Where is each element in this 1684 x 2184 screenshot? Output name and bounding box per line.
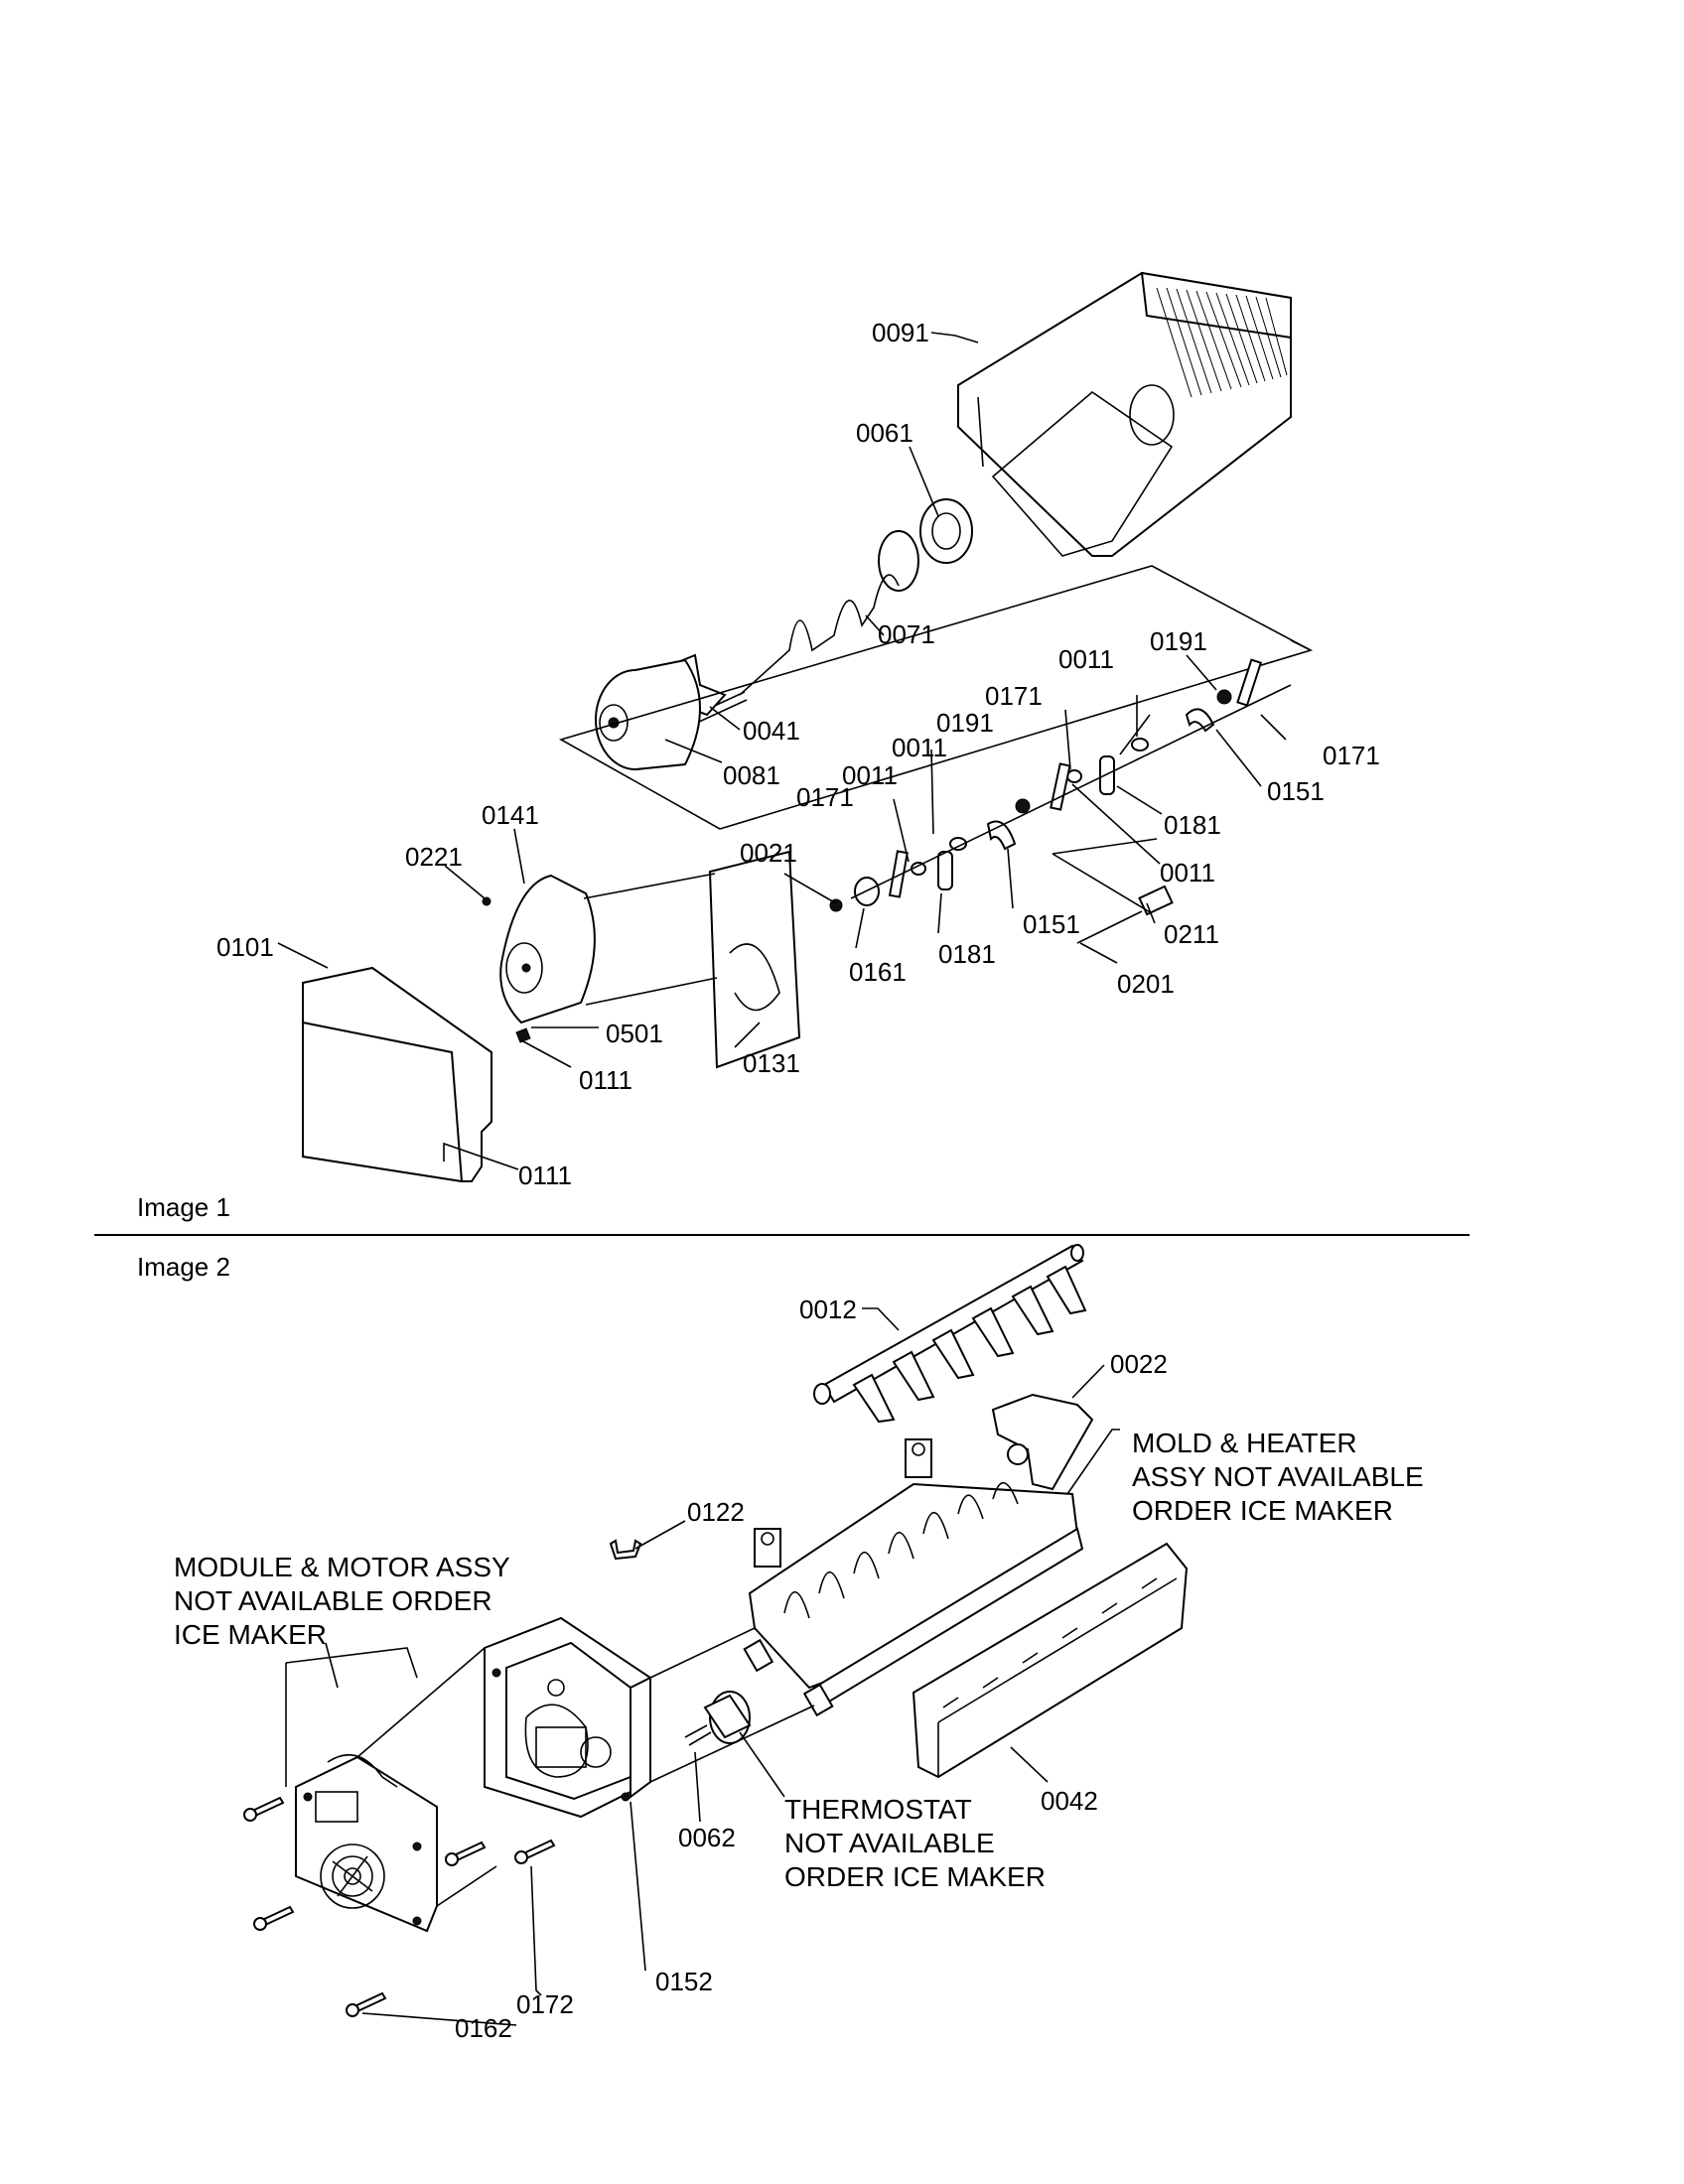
note-thermostat-line1: THERMOSTAT xyxy=(784,1794,972,1825)
note-thermostat-line3: ORDER ICE MAKER xyxy=(784,1861,1046,1892)
image1-callouts: 0091 0061 0071 0041 0081 0191 0011 0171 … xyxy=(216,318,1380,1190)
callout-0131: 0131 xyxy=(743,1048,800,1078)
callout-0191-top: 0191 xyxy=(1150,626,1207,656)
callout-0081: 0081 xyxy=(723,760,780,790)
callout-0101: 0101 xyxy=(216,932,274,962)
callout-0011-mid: 0011 xyxy=(892,733,947,762)
callout-0071: 0071 xyxy=(878,619,935,649)
callout-0012: 0012 xyxy=(799,1295,857,1324)
image2-leaders xyxy=(285,1307,1120,2026)
clip-0122 xyxy=(609,1539,642,1561)
callout-0041: 0041 xyxy=(743,716,800,746)
section-label-image1: Image 1 xyxy=(137,1192,230,1222)
image1-assembly xyxy=(302,271,1314,1183)
note-thermostat: THERMOSTAT NOT AVAILABLE ORDER ICE MAKER xyxy=(784,1794,1046,1892)
callout-0122: 0122 xyxy=(687,1497,745,1527)
callout-0111-bottom: 0111 xyxy=(518,1160,572,1190)
motor-0141 xyxy=(482,874,596,1043)
screws xyxy=(243,1796,556,2017)
ejector-0012 xyxy=(813,1244,1087,1424)
callout-0171-mid: 0171 xyxy=(985,681,1043,711)
callout-0141: 0141 xyxy=(482,800,539,830)
callout-0111-mid: 0111 xyxy=(579,1065,632,1095)
callout-0062: 0062 xyxy=(678,1823,736,1852)
linkage-group xyxy=(829,658,1292,944)
note-mold-heater: MOLD & HEATER ASSY NOT AVAILABLE ORDER I… xyxy=(1132,1428,1424,1526)
callout-0162: 0162 xyxy=(455,2013,512,2043)
note-mold-line3: ORDER ICE MAKER xyxy=(1132,1495,1393,1526)
thermostat xyxy=(684,1638,834,1746)
callout-0191-mid: 0191 xyxy=(936,708,994,738)
mold-heater-assembly xyxy=(748,1438,1084,1709)
image1-leaders xyxy=(277,332,1287,1170)
image2-assembly xyxy=(243,1244,1189,2017)
callout-0171-left: 0171 xyxy=(796,782,854,812)
callout-0042: 0042 xyxy=(1041,1786,1098,1816)
callout-0151-left: 0151 xyxy=(1023,909,1080,939)
section-label-image2: Image 2 xyxy=(137,1252,230,1282)
note-thermostat-line2: NOT AVAILABLE xyxy=(784,1828,995,1858)
bearing-ring-0061 xyxy=(878,498,973,592)
callout-0172: 0172 xyxy=(516,1989,574,2019)
heater-cover-0042 xyxy=(912,1542,1189,1779)
note-mold-line2: ASSY NOT AVAILABLE xyxy=(1132,1461,1424,1492)
note-module-line3: ICE MAKER xyxy=(174,1619,327,1650)
note-module-line2: NOT AVAILABLE ORDER xyxy=(174,1585,492,1616)
callout-0151-right: 0151 xyxy=(1267,776,1325,806)
auger-spring-0071 xyxy=(739,574,900,696)
stripper-0022 xyxy=(991,1393,1094,1491)
callout-0152: 0152 xyxy=(655,1967,713,1996)
callout-0061: 0061 xyxy=(856,418,913,448)
callout-0091: 0091 xyxy=(872,318,929,347)
callout-0161: 0161 xyxy=(849,957,907,987)
mounting-plate-0131 xyxy=(708,850,801,1069)
ice-bucket-0091 xyxy=(957,271,1292,557)
callout-0021: 0021 xyxy=(740,838,797,868)
cover-0101 xyxy=(302,966,492,1183)
callout-0022: 0022 xyxy=(1110,1349,1168,1379)
callout-0501: 0501 xyxy=(606,1019,663,1048)
image2-callouts: 0012 0022 0122 0062 0042 0152 0172 0162 xyxy=(455,1295,1168,2043)
callout-0201: 0201 xyxy=(1117,969,1175,999)
note-module-line1: MODULE & MOTOR ASSY xyxy=(174,1552,510,1582)
callout-0211: 0211 xyxy=(1164,919,1219,949)
callout-0011-top: 0011 xyxy=(1058,644,1114,674)
callout-0181-right: 0181 xyxy=(1164,810,1221,840)
callout-0221: 0221 xyxy=(405,842,463,872)
module-motor-assembly xyxy=(295,1647,497,1933)
housing-0152 xyxy=(484,1616,651,1819)
drum-0081 xyxy=(595,658,701,770)
callout-0181-left: 0181 xyxy=(938,939,996,969)
callout-0171-right: 0171 xyxy=(1323,741,1380,770)
callout-0011-left: 0011 xyxy=(842,760,898,790)
note-mold-line1: MOLD & HEATER xyxy=(1132,1428,1357,1458)
note-module-motor: MODULE & MOTOR ASSY NOT AVAILABLE ORDER … xyxy=(174,1552,510,1650)
callout-0011-lower: 0011 xyxy=(1160,858,1215,887)
